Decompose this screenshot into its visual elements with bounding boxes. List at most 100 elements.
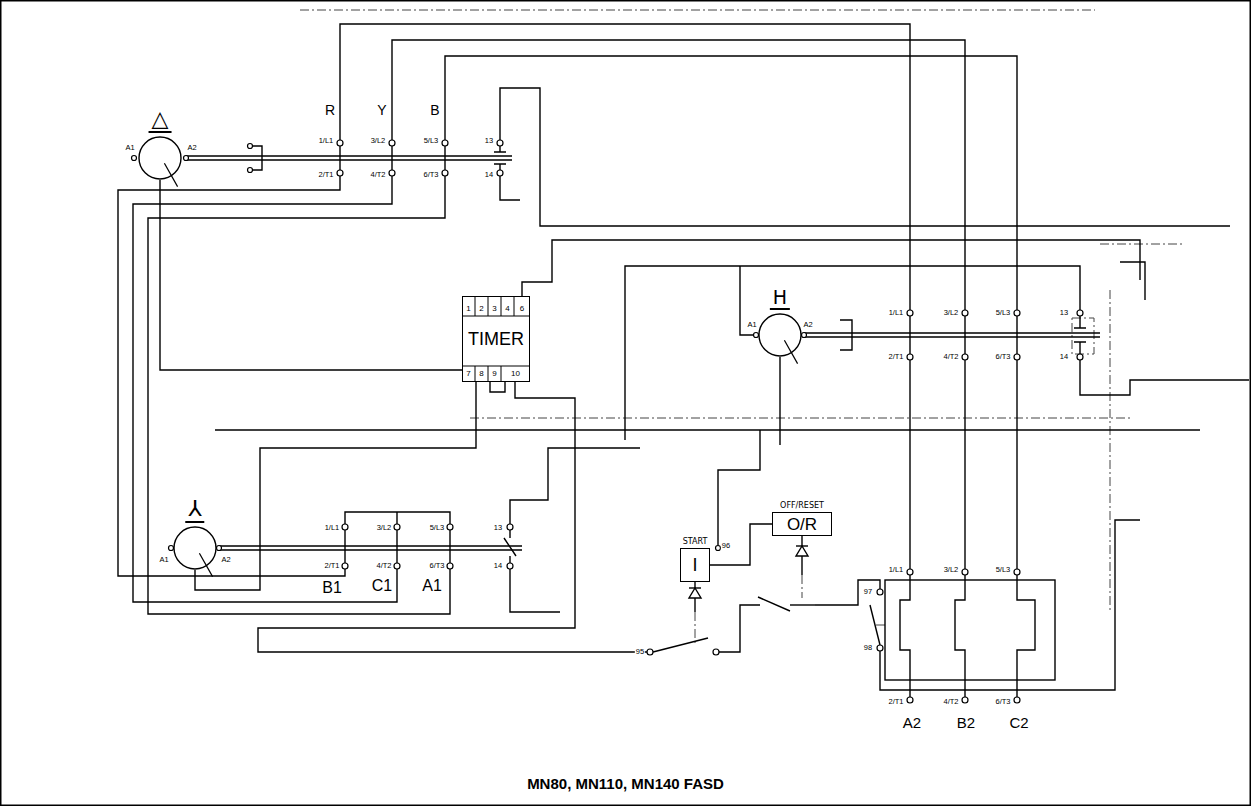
terminal [962,697,968,703]
terminal-number: 2/T1 [887,698,904,706]
wire-label: C2 [1008,715,1029,730]
terminal-number: 14 [493,562,503,570]
terminal-number: 2 [478,305,484,313]
dash-dot-line [470,418,1130,419]
wire [779,357,780,445]
control-box: STARTI [680,548,710,582]
terminal [217,546,222,551]
dash-dot-line [802,575,803,598]
wire [718,430,760,545]
wire [1016,360,1017,569]
control-wire [710,524,772,565]
terminal [394,563,400,569]
dash-dot-line [695,612,696,643]
wire-label: B1 [321,580,343,596]
terminal-number: 8 [478,370,484,378]
terminal [497,140,503,146]
terminal-number: 14 [1059,353,1069,361]
terminal [877,589,883,595]
contactor-coil: ⅄ [173,526,217,570]
contactor-coil: △ [138,136,182,180]
coil-slash [164,163,177,186]
terminal [184,156,189,161]
terminal-number: 13 [484,137,494,145]
wire [258,382,647,652]
coil-circle [759,314,801,356]
pushbutton-symbol [796,545,808,546]
terminal [342,563,348,569]
box-label: O/R [786,516,818,533]
terminal-number: A1 [124,144,135,152]
terminal [389,140,395,146]
wire [522,240,1140,296]
terminal-number: 97 [863,588,873,596]
contactor-mechanism [345,530,450,563]
terminal [497,170,503,176]
contactor-mechanism [186,146,1100,563]
button-heading: START [681,538,710,546]
wire [625,266,1080,440]
terminal [132,140,1084,703]
coil-outline [173,526,217,570]
terminal-number: 3/L2 [943,566,960,574]
control-box: OFF/RESETO/R [772,512,832,536]
control-wire [160,180,462,370]
wire [445,56,1017,310]
terminal-number: 4/T2 [942,698,959,706]
terminal [1014,697,1020,703]
coil-circle [174,527,216,569]
coil-outline [758,313,802,357]
wire [1080,360,1249,395]
terminal [447,524,453,530]
terminal [248,144,253,149]
terminal-number: 1/L1 [888,309,905,317]
terminal-number: 2/T1 [317,171,334,179]
pushbutton-symbol [653,638,708,652]
wire [118,176,345,576]
contactor-mechanism [345,512,450,524]
terminal-number: 7 [465,370,471,378]
wire [719,605,760,652]
terminal-number: 9 [491,370,497,378]
terminal [907,354,913,360]
terminal [507,563,513,569]
terminal [962,354,968,360]
box-label: I [691,556,698,574]
box-label: TIMER [467,330,525,348]
contactor-mechanism [340,146,445,170]
wire [118,24,1249,690]
terminal [1014,569,1020,575]
overload-relay [900,575,910,697]
pushbutton-symbol [689,588,701,598]
terminal-number: 4 [504,305,510,313]
terminal-number: 4/T2 [375,562,392,570]
terminal-number: 10 [510,370,521,378]
terminal-number: 3 [491,305,497,313]
terminal-number: 6/T3 [994,698,1011,706]
pushbutton-symbol [689,587,701,588]
terminal-number: 98 [863,644,873,652]
terminal [447,563,453,569]
terminal [1014,354,1020,360]
terminal-number: 5/L3 [995,566,1012,574]
wire-label: A1 [421,578,443,594]
terminal [1077,354,1083,360]
terminal-number: 6 [519,305,525,313]
contactor-mechanism [253,146,262,170]
wire [392,40,965,310]
wire-label: B2 [956,715,976,730]
terminal [802,333,807,338]
terminal-number: 1/L1 [324,524,341,532]
wire [215,429,1200,430]
terminal [1077,310,1083,316]
contactor-mechanism [494,146,506,170]
wire-label: C1 [371,578,393,594]
overload-relay [955,575,965,697]
terminal [389,170,395,176]
